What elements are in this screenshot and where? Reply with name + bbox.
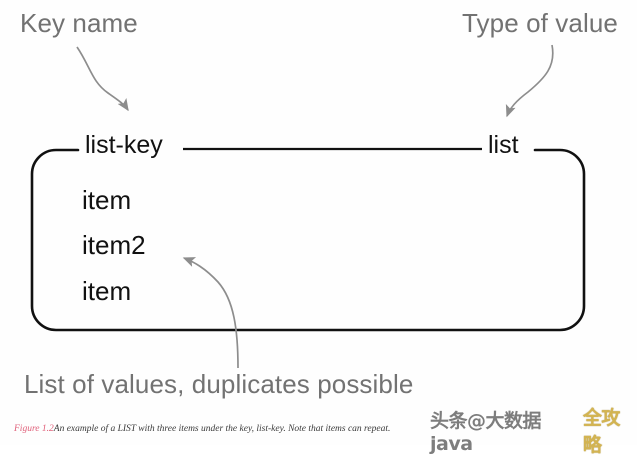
list-key-label: list-key — [85, 131, 163, 159]
diagram-canvas: Key name Type of value List of values, d… — [14, 8, 634, 456]
key-name-annotation: Key name — [20, 8, 138, 38]
figure-caption: Figure 1.2An example of a LIST with thre… — [14, 423, 634, 436]
key-name-arrow — [76, 46, 129, 112]
list-item: item2 — [82, 230, 146, 260]
caption-emphasis-listkey: list-key — [256, 424, 284, 434]
list-item: item — [82, 276, 132, 306]
list-container-outline — [30, 148, 586, 332]
diagram-vector-layer — [30, 44, 586, 369]
type-of-value-annotation: Type of value — [462, 8, 618, 38]
type-of-value-arrow — [505, 44, 554, 118]
caption-emphasis-list: LIST — [117, 424, 136, 434]
caption-part-2: with three items under the key, — [135, 424, 257, 434]
caption-part-3: . Note that items can repeat. — [283, 424, 391, 434]
list-of-values-annotation: List of values, duplicates possible — [24, 369, 414, 399]
figure-number: Figure 1.2 — [14, 424, 54, 434]
list-item: item — [82, 185, 132, 215]
list-of-values-arrow — [182, 257, 239, 369]
list-type-label: list — [488, 131, 519, 159]
caption-part-1: An example of a — [53, 424, 118, 434]
